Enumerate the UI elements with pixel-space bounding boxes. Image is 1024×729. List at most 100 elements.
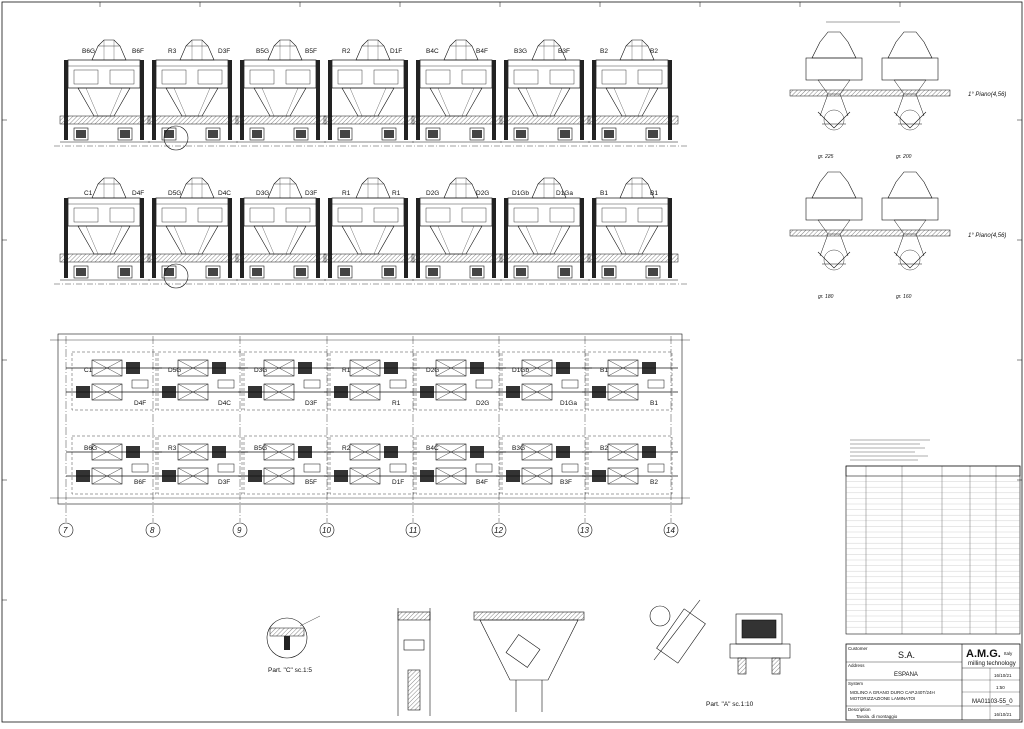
detail-callout xyxy=(163,125,189,151)
tb-description-label: Description xyxy=(848,707,871,712)
label-d1gb-bot: D1Gb xyxy=(512,190,529,197)
label-c1-bot: C1 xyxy=(84,190,93,197)
plan-b1: B1 xyxy=(600,367,608,374)
tb-system-label: System xyxy=(848,681,863,686)
plan-r2: R2 xyxy=(342,445,351,452)
plan-d3f-lower: D3F xyxy=(218,479,230,486)
plan-b5f: B5F xyxy=(305,479,317,486)
plan-c1: C1 xyxy=(84,367,93,374)
plan-d2g-lower: D2G xyxy=(476,400,489,407)
parts-table xyxy=(845,465,1021,635)
plan-b3f: B3F xyxy=(560,479,572,486)
label-r2-top: R2 xyxy=(342,48,351,55)
plan-d1ga: D1Ga xyxy=(560,400,577,407)
plan-b2-lower: B2 xyxy=(650,479,658,486)
side-view-top xyxy=(789,31,951,131)
plan-d4f: D4F xyxy=(134,400,146,407)
elevation-top-labels: B6G B6F R3 D3F B5G B5F R2 D1F B4C B4F B3… xyxy=(82,48,658,55)
tb-address-label: Address xyxy=(848,663,865,668)
plan-r1-lower: R1 xyxy=(392,400,401,407)
plan-b1-lower: B1 xyxy=(650,400,658,407)
plan-labels: C1 D5G D3G R1 D2G D1Gb B1 D4F D4C D3F R1… xyxy=(84,367,658,486)
side-view-bottom xyxy=(789,171,951,271)
plan-d2g: D2G xyxy=(426,367,439,374)
tb-company-country: Italy xyxy=(1004,651,1013,656)
border-ticks xyxy=(2,2,1022,601)
plan-b4c: B4C xyxy=(426,445,439,452)
plan-r3: R3 xyxy=(168,445,177,452)
label-d4c-bot: D4C xyxy=(218,190,231,197)
grade-160: gr. 160 xyxy=(896,294,912,300)
label-b4c-top: B4C xyxy=(426,48,439,55)
tb-date-bottom: 16/10/21 xyxy=(994,712,1012,717)
section-detail xyxy=(397,608,431,716)
plan-view xyxy=(50,333,690,522)
tb-drawing-no: MA01103-55_0 xyxy=(972,699,1013,705)
grid-numbers: 7 8 9 10 11 12 13 14 xyxy=(63,526,675,535)
tb-scale: 1:50 xyxy=(996,685,1005,690)
label-d1ga-bot: D1Ga xyxy=(556,190,573,197)
plano-label-top: 1° Piano(4,56) xyxy=(968,92,1006,98)
grid-10: 10 xyxy=(322,526,331,535)
plan-b4f: B4F xyxy=(476,479,488,486)
hopper-detail xyxy=(473,611,585,712)
label-d1f-top: D1F xyxy=(390,48,402,55)
label-b5f-top: B5F xyxy=(305,48,317,55)
label-b3f-top: B3F xyxy=(558,48,570,55)
elevation-bottom xyxy=(54,177,688,289)
grid-13: 13 xyxy=(580,526,589,535)
label-b1a-bot: B1 xyxy=(600,190,608,197)
label-d2ga-bot: D2G xyxy=(426,190,439,197)
plan-b6g: B6G xyxy=(84,445,97,452)
tb-date: 16/10/21 xyxy=(994,673,1012,678)
detail-c-caption: Part. "C" sc.1:5 xyxy=(268,667,312,674)
label-b6g-top: B6G xyxy=(82,48,95,55)
grid-14: 14 xyxy=(666,526,675,535)
label-d2gb-bot: D2G xyxy=(476,190,489,197)
label-d3f-top: D3F xyxy=(218,48,230,55)
label-b2a-top: B2 xyxy=(600,48,608,55)
label-d3f-bot: D3F xyxy=(305,190,317,197)
label-d4f-bot: D4F xyxy=(132,190,144,197)
detail-c xyxy=(266,615,321,659)
detail-callout xyxy=(163,263,189,289)
tb-company: A.M.G. xyxy=(966,648,1001,660)
tb-address: ESPANA xyxy=(894,672,918,678)
label-b6f-top: B6F xyxy=(132,48,144,55)
label-b3g-top: B3G xyxy=(514,48,527,55)
plan-b2: B2 xyxy=(600,445,608,452)
tb-customer: S.A. xyxy=(898,650,915,660)
detail-a xyxy=(649,599,791,675)
label-d3g-bot: D3G xyxy=(256,190,269,197)
plan-b6f: B6F xyxy=(134,479,146,486)
tb-system-line1: MOLINO A GRANO DURO CAP.240T/24H xyxy=(850,690,935,695)
grid-9: 9 xyxy=(237,526,242,535)
grade-180: gr. 180 xyxy=(818,294,834,300)
plano-label-bottom: 1° Piano(4,56) xyxy=(968,233,1006,239)
label-b4f-top: B4F xyxy=(476,48,488,55)
grid-12: 12 xyxy=(494,526,503,535)
tb-company-sub: milling technology xyxy=(968,661,1016,667)
plan-b5g: B5G xyxy=(254,445,267,452)
label-r3-top: R3 xyxy=(168,48,177,55)
plan-d3g: D3G xyxy=(254,367,267,374)
label-d5g-bot: D5G xyxy=(168,190,181,197)
label-r1b-bot: R1 xyxy=(392,190,401,197)
tb-system-line2: MOTORIZZAZIONE LAMINATOI xyxy=(850,696,915,701)
tb-customer-label: Customer xyxy=(848,646,868,651)
title-block xyxy=(845,643,1021,721)
notes-block xyxy=(850,439,930,461)
plan-r1: R1 xyxy=(342,367,351,374)
grid-bubbles xyxy=(58,522,679,538)
plan-d3f: D3F xyxy=(305,400,317,407)
label-b5g-top: B5G xyxy=(256,48,269,55)
grid-7: 7 xyxy=(63,526,68,535)
plan-d5g: D5G xyxy=(168,367,181,374)
grid-11: 11 xyxy=(409,526,417,535)
plan-d1f: D1F xyxy=(392,479,404,486)
grade-200: gr. 200 xyxy=(896,154,912,160)
plan-d4c: D4C xyxy=(218,400,231,407)
detail-a-caption: Part. "A" sc.1:10 xyxy=(706,701,754,708)
